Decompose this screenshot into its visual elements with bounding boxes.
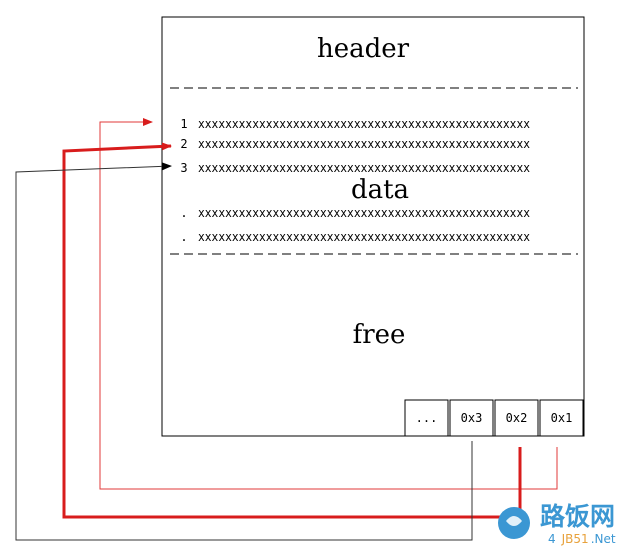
slot-label: ... (416, 411, 438, 425)
row-content: xxxxxxxxxxxxxxxxxxxxxxxxxxxxxxxxxxxxxxxx… (198, 230, 530, 244)
slot-box-more (404, 399, 449, 437)
data-label: data (351, 175, 409, 205)
pointer-slot-0x2-to-row-2 (62, 142, 522, 519)
row-content: xxxxxxxxxxxxxxxxxxxxxxxxxxxxxxxxxxxxxxxx… (198, 161, 530, 175)
pointer-slot-0x3-to-row-3 (15, 162, 473, 541)
watermark-prefix: 4 (548, 532, 556, 546)
header-label: header (317, 34, 410, 64)
data-rows: 1 xxxxxxxxxxxxxxxxxxxxxxxxxxxxxxxxxxxxxx… (180, 117, 530, 244)
watermark: 路饭网 4 JB51.Net (498, 502, 616, 546)
row-index: 2 (180, 137, 187, 151)
row-index: 1 (180, 117, 187, 131)
watermark-highlight: JB51 (561, 532, 589, 546)
row-index: 3 (180, 161, 187, 175)
slot-box-0x1 (539, 399, 584, 437)
watermark-suffix: .Net (591, 532, 616, 546)
row-index: . (180, 206, 187, 220)
watermark-chinese: 路饭网 (540, 502, 615, 531)
slot-directory: ... 0x3 0x2 0x1 (404, 399, 584, 437)
page-frame (161, 16, 585, 437)
slot-box-0x2 (494, 399, 539, 437)
free-label: free (353, 320, 406, 350)
row-content: xxxxxxxxxxxxxxxxxxxxxxxxxxxxxxxxxxxxxxxx… (198, 137, 530, 151)
row-index: . (180, 230, 187, 244)
row-content: xxxxxxxxxxxxxxxxxxxxxxxxxxxxxxxxxxxxxxxx… (198, 117, 530, 131)
slot-box-0x3 (449, 399, 494, 437)
slot-label: 0x3 (461, 411, 483, 425)
row-content: xxxxxxxxxxxxxxxxxxxxxxxxxxxxxxxxxxxxxxxx… (198, 206, 530, 220)
watermark-domain: 4 JB51.Net (548, 532, 616, 546)
slot-label: 0x2 (506, 411, 528, 425)
slot-label: 0x1 (551, 411, 573, 425)
pointer-slot-0x1-to-row-1 (99, 118, 558, 490)
